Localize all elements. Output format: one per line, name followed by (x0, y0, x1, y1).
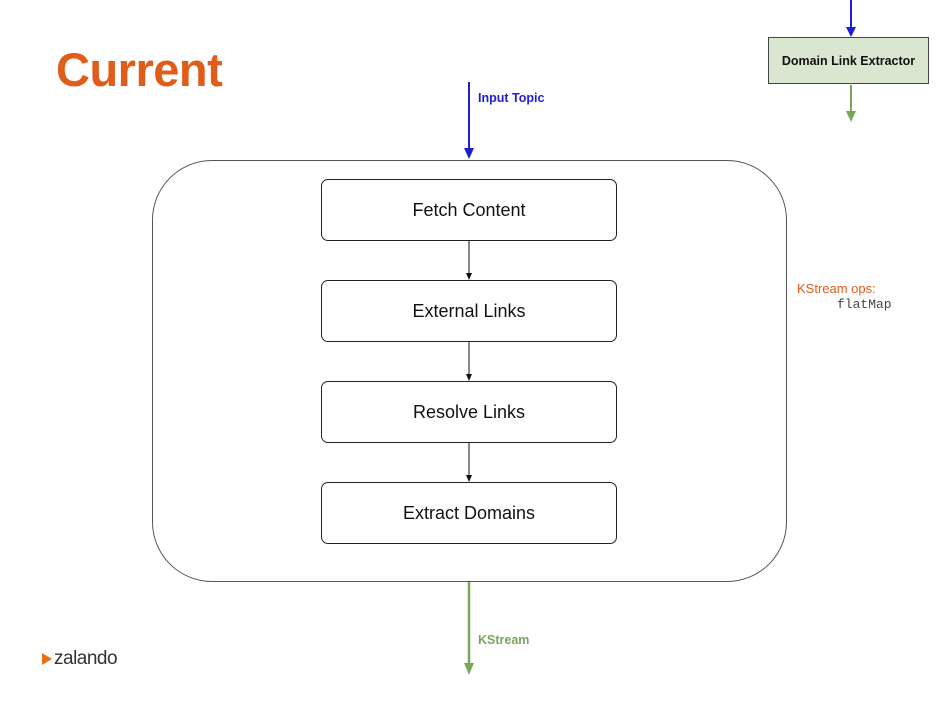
kstream-ops-title: KStream ops: (797, 281, 876, 296)
step-label: Extract Domains (402, 502, 536, 523)
kstream-output-arrowhead (464, 663, 474, 675)
step-label: External Links (412, 300, 526, 321)
page-title: Current (56, 43, 223, 96)
step-label: Resolve Links (412, 401, 526, 422)
connector-arrowhead (466, 475, 472, 482)
step-external-links: External Links (321, 280, 617, 342)
zalando-logo-text: zalando (54, 648, 118, 669)
step-fetch-content: Fetch Content (321, 179, 617, 241)
domain-link-extractor-box: Domain Link Extractor (768, 37, 929, 84)
input-topic-arrowhead (464, 148, 474, 159)
step-label: Fetch Content (412, 199, 526, 220)
extractor-output-arrowhead (846, 111, 856, 122)
connector-arrowhead (466, 374, 472, 381)
processing-container (152, 160, 787, 582)
step-extract-domains: Extract Domains (321, 482, 617, 544)
connector-arrowhead (466, 273, 472, 280)
input-topic-label: Input Topic (478, 91, 545, 105)
domain-link-extractor-label: Domain Link Extractor (781, 53, 916, 68)
step-resolve-links: Resolve Links (321, 381, 617, 443)
extractor-input-arrowhead (846, 27, 856, 37)
zalando-logo: zalando (40, 648, 118, 670)
kstream-output-label: KStream (478, 633, 530, 647)
zalando-play-icon (42, 653, 52, 665)
kstream-ops-item: flatMap (837, 297, 892, 312)
